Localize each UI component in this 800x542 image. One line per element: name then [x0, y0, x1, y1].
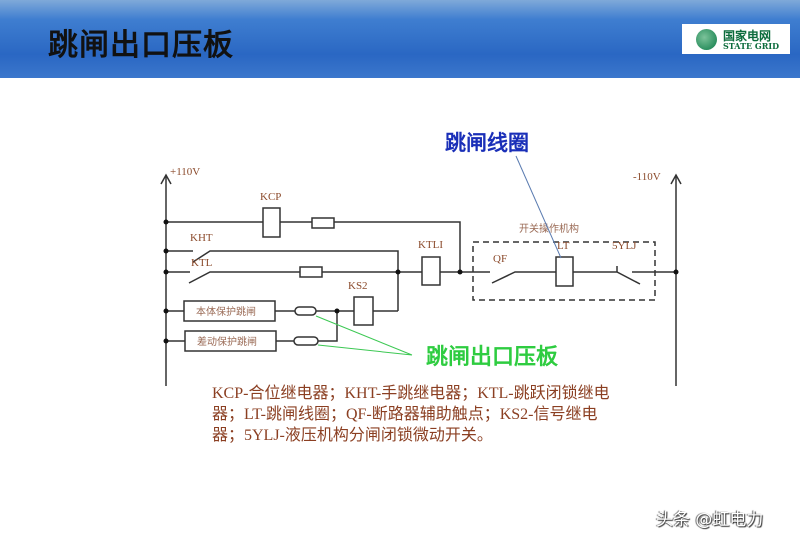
ks2-label: KS2: [348, 280, 368, 292]
state-grid-logo: 国家电网 STATE GRID: [682, 24, 790, 54]
logo-text-cn: 国家电网: [723, 29, 772, 43]
plate-callout: 跳闸出口压板: [426, 344, 559, 370]
legend-line: KCP-合位继电器；KHT-手跳继电器；KTL-跳跃闭锁继电: [212, 385, 610, 402]
trip-plate-1: [294, 306, 317, 316]
kcp-label: KCP: [260, 191, 281, 203]
lt-coil: [555, 256, 574, 287]
ktl-wire: [166, 271, 676, 285]
kcp-wire: [166, 221, 461, 272]
lt-label: LT: [557, 240, 570, 252]
mechanism-box: [472, 241, 656, 301]
ktl-resistor: [299, 266, 323, 278]
ktli-coil: [421, 256, 441, 286]
qf-label: QF: [493, 253, 507, 265]
box2-label: 差动保护跳闸: [197, 335, 257, 348]
slide-title: 跳闸出口压板: [48, 28, 234, 63]
diff-protection-box: [184, 330, 277, 352]
positive-bus-arrow: [160, 173, 172, 185]
coil-callout: 跳闸线圈: [445, 131, 529, 155]
protection-wire-2: [166, 311, 338, 342]
kht-label: KHT: [190, 232, 213, 244]
ks2-coil: [353, 296, 374, 326]
legend-line: 器；LT-跳闸线圈；QF-断路器辅助触点；KS2-信号继电: [212, 406, 598, 423]
kcp-coil: [262, 207, 281, 238]
kcp-resistor: [311, 217, 335, 229]
plate-callout-lines: [315, 315, 413, 356]
pos-bus-label: +110V: [170, 166, 200, 178]
body-protection-box: [183, 300, 276, 322]
globe-icon: [696, 29, 717, 50]
watermark: 头条 @虹电力: [656, 510, 764, 530]
negative-bus-arrow: [670, 173, 682, 185]
legend-line: 器；5YLJ-液压机构分闸闭锁微动开关。: [212, 427, 493, 444]
mechanism-label: 开关操作机构: [519, 222, 579, 235]
slide-header: [0, 0, 800, 78]
ylj-label: 5YLJ: [612, 240, 637, 252]
ktl-label: KTL: [191, 257, 213, 269]
neg-bus-label: -110V: [633, 171, 661, 183]
trip-plate-2: [293, 336, 319, 346]
legend: KCP-合位继电器；KHT-手跳继电器；KTL-跳跃闭锁继电 器；LT-跳闸线圈…: [212, 383, 682, 446]
coil-callout-line: [515, 155, 562, 259]
logo-text-en: STATE GRID: [723, 41, 780, 51]
box1-label: 本体保护跳闸: [196, 305, 256, 318]
kht-wire: [166, 250, 399, 311]
ktli-label: KTLI: [418, 239, 443, 251]
